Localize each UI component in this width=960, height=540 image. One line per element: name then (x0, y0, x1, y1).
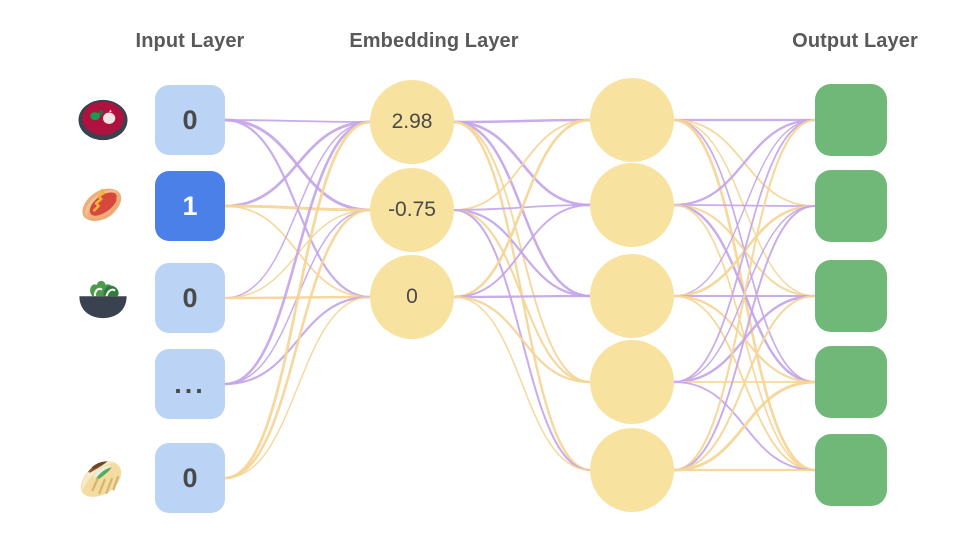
connection-edge (224, 209, 371, 299)
embedding-layer-title: Embedding Layer (349, 30, 519, 52)
input-node-value: ... (174, 368, 206, 399)
hidden-node-3[interactable] (590, 254, 674, 338)
connection-edge (673, 119, 816, 383)
connection-edge (673, 118, 816, 207)
connection-edge (224, 119, 371, 123)
output-node-2[interactable] (815, 170, 887, 242)
input-node-5[interactable]: 0 (155, 443, 225, 513)
input-node-1[interactable]: 0 (155, 85, 225, 155)
green-salad-icon (75, 270, 131, 326)
input-node-2[interactable]: 1 (155, 171, 225, 241)
connection-edge (673, 119, 816, 383)
output-node-3[interactable] (815, 260, 887, 332)
output-node-1[interactable] (815, 84, 887, 156)
embedding-node-2[interactable]: -0.75 (370, 168, 454, 252)
connection-edge (224, 120, 371, 386)
soup-bowl-icon (75, 92, 131, 148)
input-node-value: 0 (182, 104, 198, 135)
hidden-node-4[interactable] (590, 340, 674, 424)
connection-edge (673, 294, 816, 384)
connection-edge (224, 208, 371, 480)
connection-edge (453, 208, 591, 472)
output-layer-title: Output Layer (792, 30, 918, 52)
connection-edge (453, 296, 591, 471)
connection-edge (453, 118, 591, 299)
embedding-node-value: 2.98 (391, 110, 433, 133)
connection-edge (224, 204, 371, 212)
connection-edge (453, 295, 591, 384)
connection-edge (224, 295, 371, 386)
embedding-node-value: -0.75 (388, 198, 436, 221)
input-layer-title: Input Layer (135, 30, 245, 52)
connection-edge (673, 294, 816, 384)
embedding-node-3[interactable]: 0 (370, 255, 454, 339)
connection-edge (673, 380, 816, 472)
connection-edge (453, 208, 591, 298)
connection-edge (673, 119, 816, 297)
input-node-value: 0 (182, 282, 198, 313)
output-node-5[interactable] (815, 434, 887, 506)
connection-edge (453, 120, 591, 207)
input-node-4[interactable]: ... (155, 349, 225, 419)
hidden-node-5[interactable] (590, 428, 674, 512)
connection-edge (673, 205, 816, 383)
connection-edge (673, 381, 816, 471)
connection-edge (224, 118, 371, 299)
connection-edge (673, 295, 816, 471)
connection-edge (673, 204, 816, 298)
burrito-icon (75, 450, 131, 506)
connection-edge (673, 118, 816, 472)
connection-edge (673, 118, 816, 472)
connection-edge (453, 204, 591, 211)
connection-edge (453, 208, 591, 384)
connection-edge (673, 119, 816, 207)
connection-edge (224, 205, 371, 298)
connection-edge (224, 295, 371, 300)
connection-edge (224, 120, 371, 480)
connection-edge (453, 294, 591, 299)
connection-edge (224, 209, 371, 385)
connection-edge (453, 121, 591, 383)
input-node-3[interactable]: 0 (155, 263, 225, 333)
connection-edge (453, 118, 591, 124)
connection-edge (673, 119, 816, 297)
connection-edge (673, 205, 816, 471)
connection-edge (224, 121, 371, 299)
input-node-value: 1 (182, 190, 198, 221)
connection-edge (224, 296, 371, 479)
connection-edge (453, 120, 591, 298)
connection-edge (453, 120, 591, 472)
connection-edge (224, 118, 371, 212)
connection-edge (673, 294, 816, 472)
embedding-node-value: 0 (406, 285, 418, 308)
connection-edge (673, 204, 816, 207)
input-node-value: 0 (182, 462, 198, 493)
connection-edge (453, 119, 591, 211)
connection-edge (673, 204, 816, 471)
connection-edge (224, 120, 371, 208)
hot-dog-icon (75, 178, 131, 234)
embedding-node-1[interactable]: 2.98 (370, 80, 454, 164)
output-node-4[interactable] (815, 346, 887, 418)
connection-edge (453, 204, 591, 298)
hidden-node-1[interactable] (590, 78, 674, 162)
hidden-node-2[interactable] (590, 163, 674, 247)
connection-edge (673, 203, 816, 384)
connection-edge (673, 204, 816, 297)
